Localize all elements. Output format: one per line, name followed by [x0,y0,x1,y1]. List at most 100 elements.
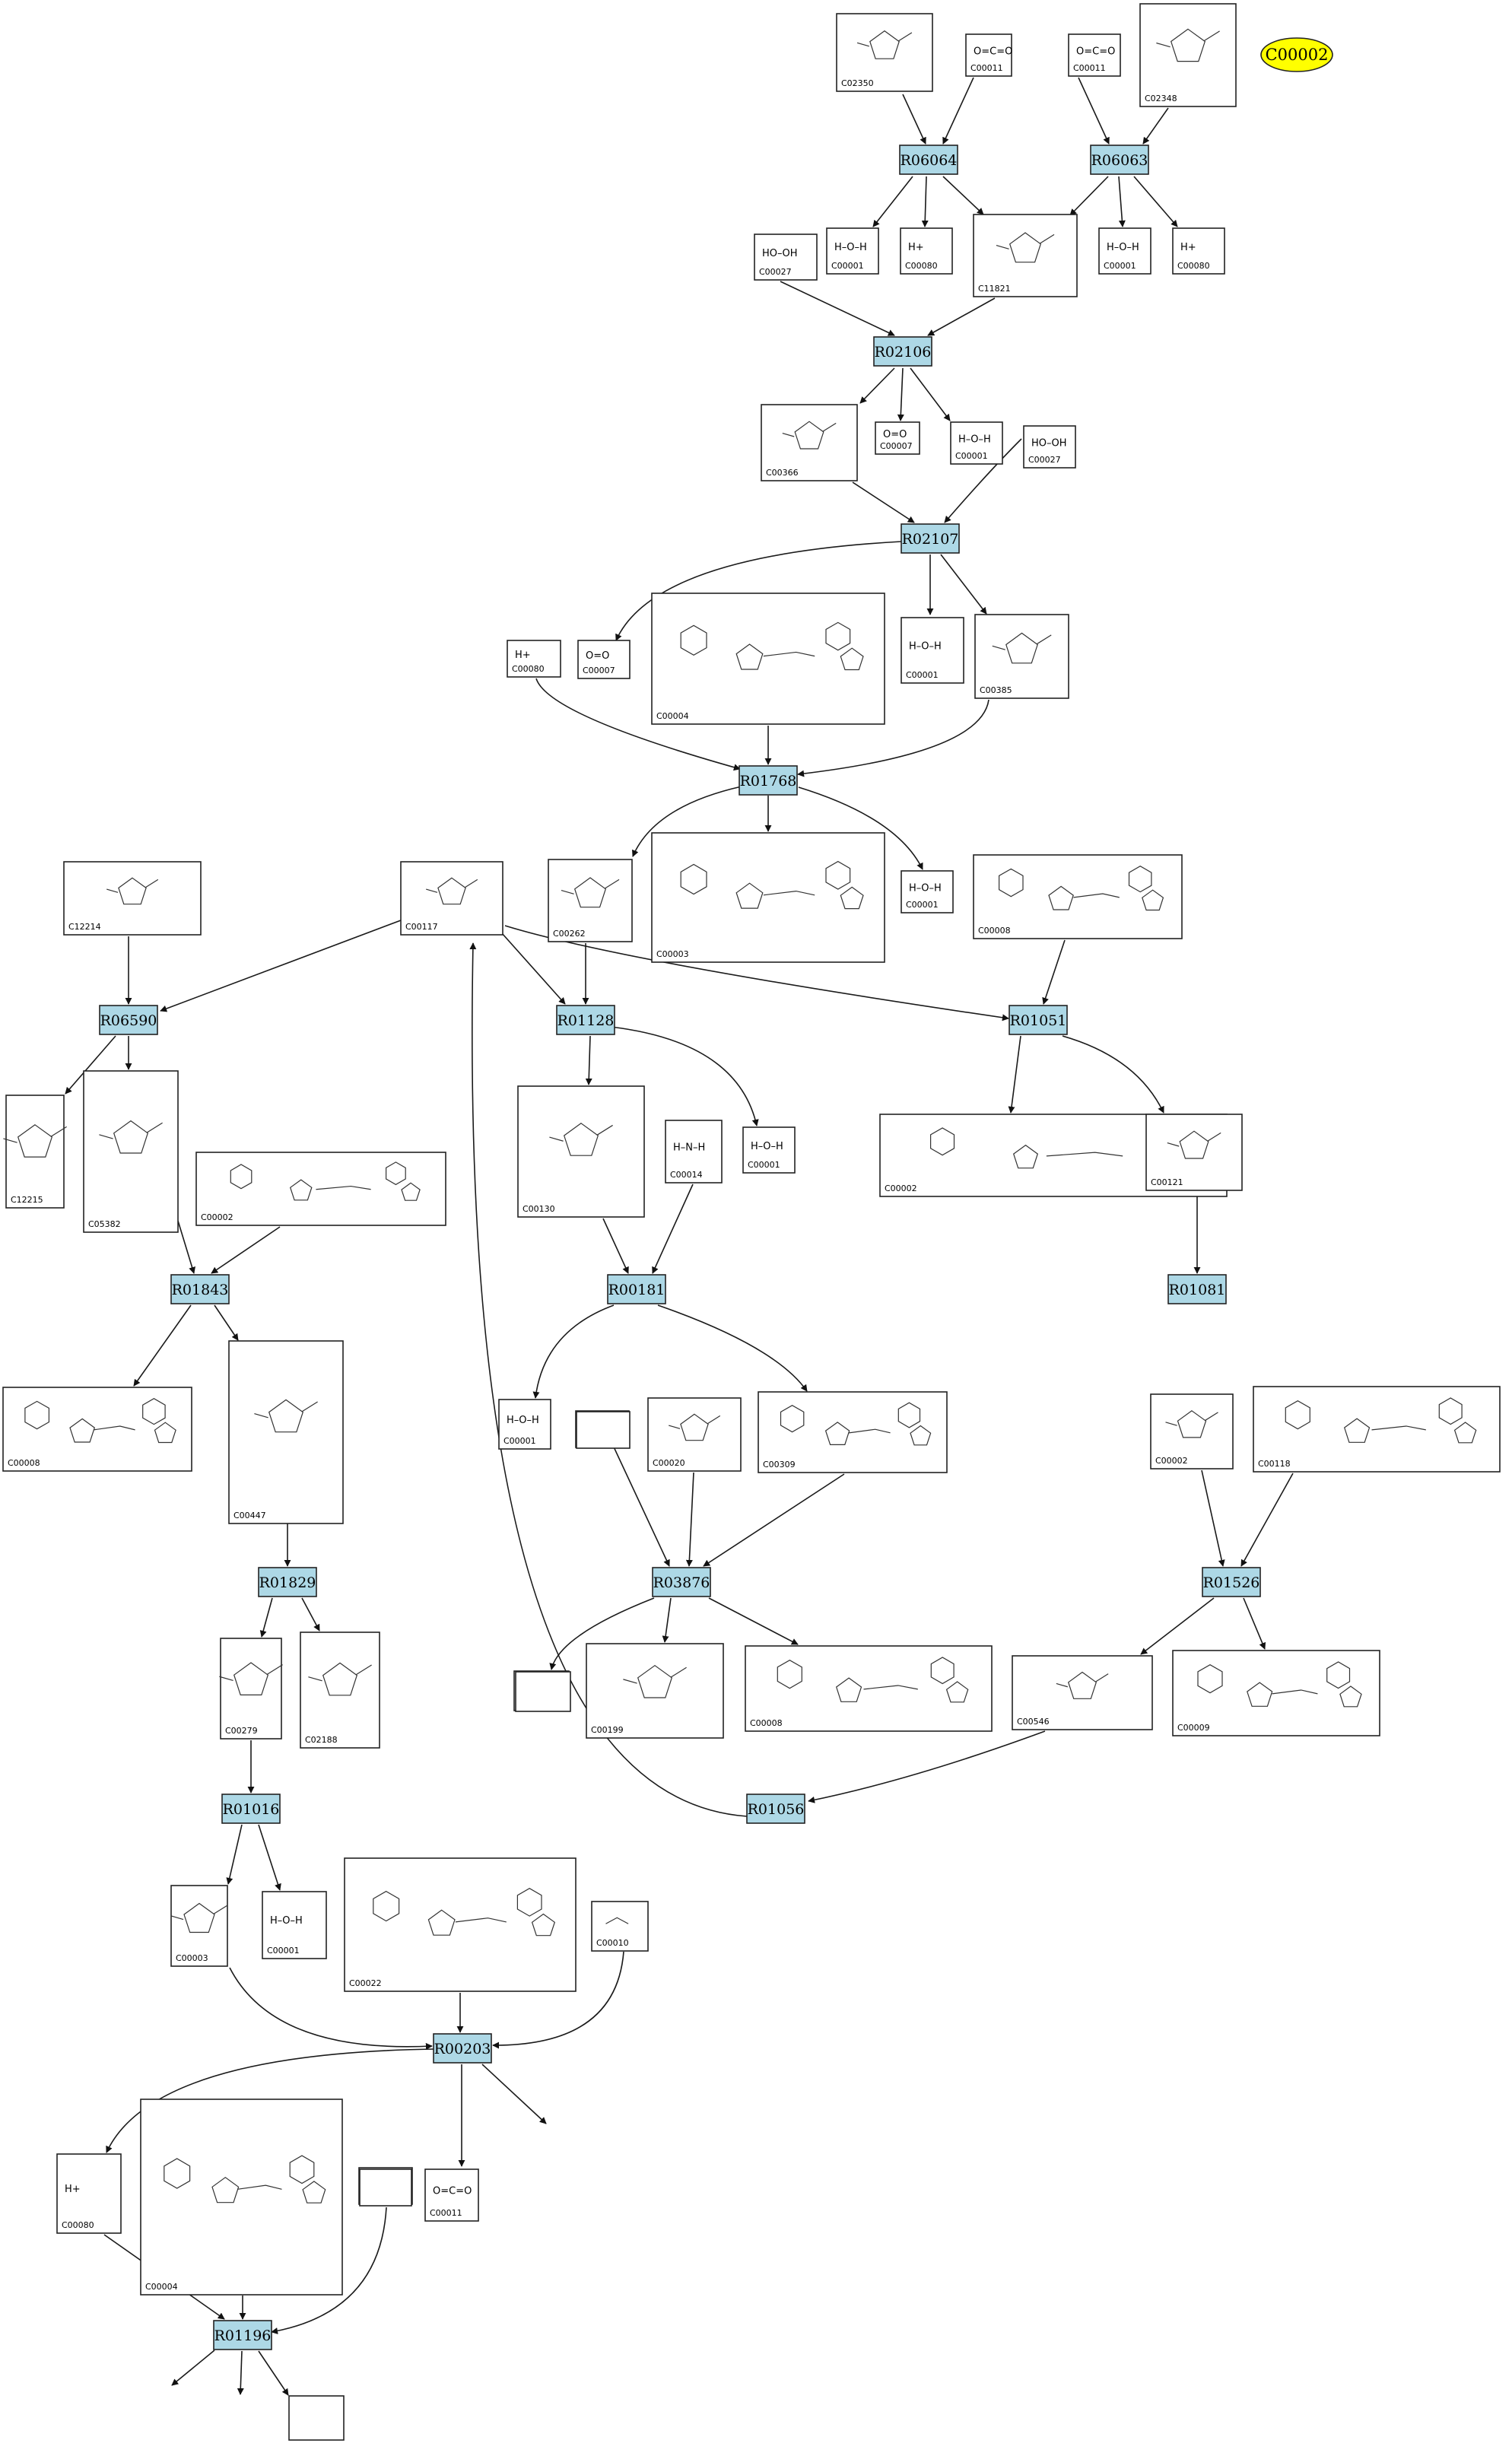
edge-arrow [615,541,902,641]
compound-node[interactable]: C00004 [651,593,885,725]
compound-node[interactable]: C00002 [1150,1393,1234,1469]
compound-node[interactable]: C00022 [344,1857,577,1992]
empty-node[interactable] [359,2168,412,2207]
compound-node[interactable]: C00008 [973,854,1183,939]
reaction-node[interactable]: R06590 [99,1005,158,1035]
compound-node[interactable]: C00447 [228,1340,344,1524]
reaction-node[interactable]: R01526 [1202,1567,1261,1597]
compound-node[interactable]: C12215 [3,1095,67,1209]
compound-node[interactable]: C02348 [1139,3,1237,107]
reaction-node[interactable]: R01843 [170,1274,230,1304]
reaction-label: R03876 [653,1574,710,1591]
compound-node[interactable]: C00366 [761,404,858,481]
molecule-ring [1142,889,1164,911]
compound-node[interactable]: C00008 [2,1387,192,1472]
compound-node[interactable]: C00008 [745,1645,993,1732]
edge-arrow [1078,77,1110,145]
reaction-node[interactable]: R06063 [1090,145,1149,175]
reaction-node[interactable]: R01081 [1167,1274,1227,1304]
compound-node[interactable]: H+C00080 [507,640,561,678]
reaction-node[interactable]: R01196 [213,2320,272,2350]
reaction-node[interactable]: R00203 [433,2033,492,2064]
compound-node[interactable]: C00003 [651,832,885,963]
highlight-layer: C00002 [1260,37,1333,72]
empty-node[interactable] [288,2395,345,2441]
compound-id-label: C00001 [267,1946,300,1956]
molecule-ring [373,1890,400,1922]
compound-node[interactable]: C00010 [591,1901,649,1952]
compound-node[interactable]: C00121 [1145,1114,1243,1191]
edge-arrow [211,1226,281,1274]
compound-node[interactable]: C00020 [647,1397,742,1472]
reaction-node[interactable]: R00181 [607,1274,666,1304]
edge-arrow [942,77,974,145]
compound-node[interactable]: C02350 [836,13,933,92]
reaction-node[interactable]: R06064 [899,145,958,175]
compound-node[interactable]: C00385 [974,614,1069,699]
reaction-node[interactable]: R03876 [652,1567,711,1597]
compound-node[interactable]: C02188 [300,1632,380,1749]
compound-node[interactable]: H+C00080 [900,227,953,275]
empty-node[interactable] [515,1671,571,1712]
compound-node[interactable]: C00004 [140,2099,343,2296]
compound-box [900,227,953,275]
molecule-bond [763,890,815,896]
compound-node[interactable]: H+C00080 [1172,227,1225,275]
molecule-ring [840,647,864,671]
reaction-node[interactable]: R02107 [901,523,960,554]
highlighted-compound-node[interactable] [1260,37,1333,72]
reaction-node[interactable]: R01768 [739,765,798,796]
reaction-node[interactable]: R01128 [556,1005,615,1035]
empty-node[interactable] [576,1411,631,1449]
compound-node[interactable]: C00009 [1172,1650,1380,1736]
compound-node[interactable]: C00130 [517,1085,645,1218]
compound-node[interactable]: C00309 [758,1391,948,1473]
compound-node[interactable]: H+C00080 [56,2153,122,2234]
compound-id-label: C00001 [1104,261,1136,271]
reaction-node[interactable]: R01829 [258,1567,317,1597]
compound-node[interactable]: C00199 [586,1643,724,1739]
reaction-node[interactable]: R01016 [221,1794,281,1824]
reaction-node[interactable]: R02106 [873,336,932,367]
compound-node[interactable]: C00002 [195,1152,446,1226]
compound-node[interactable]: C00003 [170,1885,228,1967]
compound-node[interactable]: C00117 [400,861,503,936]
reaction-node[interactable]: R01056 [746,1794,805,1824]
compound-id-label: C00001 [906,900,939,910]
compound-box [1023,425,1076,469]
compound-node[interactable]: C05382 [83,1070,179,1233]
compound-node[interactable]: C12214 [63,861,202,936]
compound-node[interactable]: C00118 [1253,1386,1501,1473]
compound-node[interactable]: C11821 [973,214,1078,297]
reaction-label: R00203 [434,2041,491,2057]
reaction-node[interactable]: R01051 [1009,1005,1068,1035]
compound-id-label: C12214 [68,922,101,932]
compound-node[interactable]: C00546 [1012,1655,1153,1730]
compound-node[interactable]: C00279 [219,1638,283,1740]
edge-arrow [501,933,566,1005]
compound-box [651,832,885,963]
compound-box [950,421,1003,465]
reaction-box [899,145,958,175]
reaction-box [739,765,798,796]
compound-id-label: C00309 [763,1460,796,1469]
edge-arrow [602,1218,629,1274]
compound-node[interactable]: C00262 [548,859,633,942]
compound-id-label: C00279 [225,1726,258,1736]
